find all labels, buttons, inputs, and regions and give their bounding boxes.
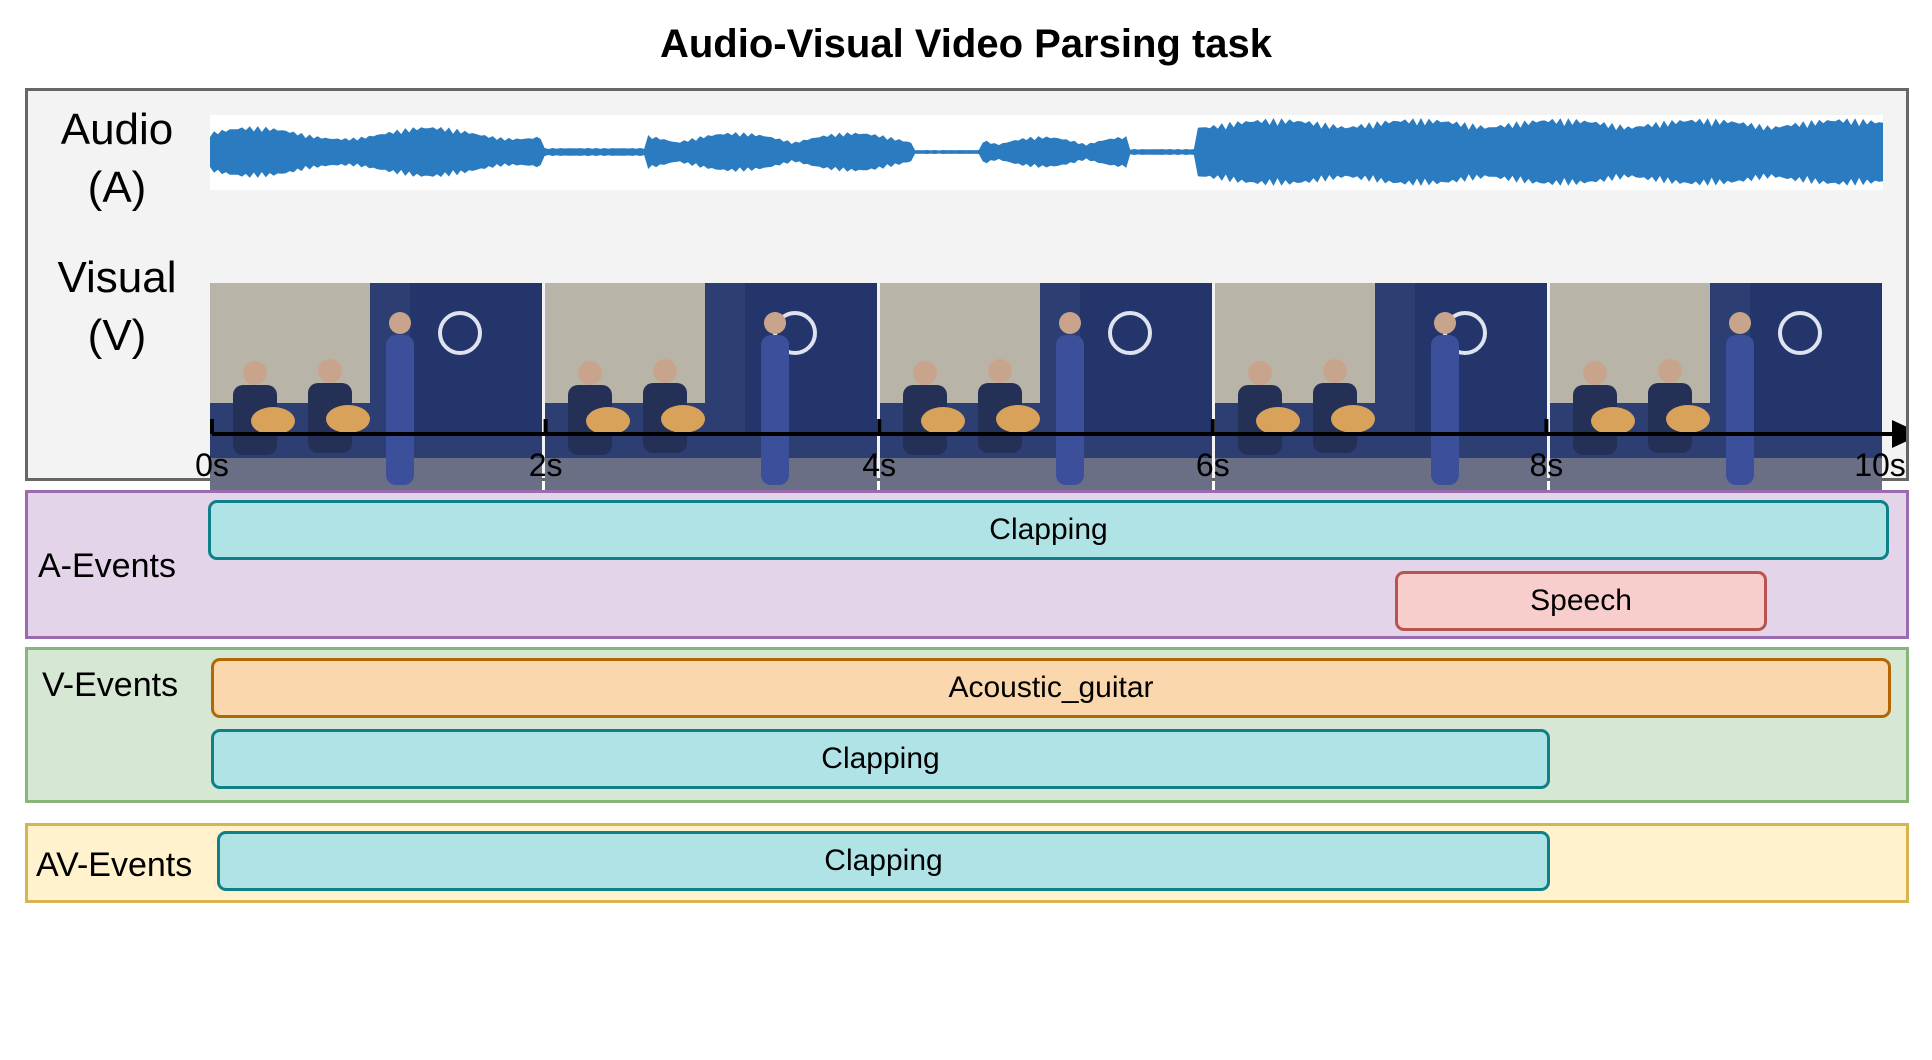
event-label: Clapping: [989, 513, 1108, 546]
diagram-title: Audio-Visual Video Parsing task: [659, 22, 1273, 66]
visual-event-acoustic-guitar: Acoustic_guitar: [211, 658, 1891, 718]
frame-scene: [880, 283, 1212, 499]
video-frame: [1215, 283, 1547, 499]
visual-events-panel: V-Events Acoustic_guitar Clapping: [25, 647, 1909, 803]
av-event-clapping: Clapping: [217, 831, 1550, 891]
video-frame: [545, 283, 877, 499]
frame-scene: [1215, 283, 1547, 499]
video-frame: [1550, 283, 1882, 499]
visual-label-abbrev: (V): [87, 311, 147, 360]
audio-waveform: [210, 115, 1883, 190]
event-label: Clapping: [824, 844, 943, 877]
audio-events-panel: A-Events Clapping Speech: [25, 490, 1909, 639]
video-frame: [880, 283, 1212, 499]
video-frame: [210, 283, 542, 499]
audio-events-label: A-Events: [38, 547, 176, 585]
event-label: Clapping: [821, 742, 940, 775]
audio-visual-events-panel: AV-Events Clapping: [25, 823, 1909, 903]
axis-arrowhead: [1892, 420, 1906, 448]
visual-event-clapping: Clapping: [211, 729, 1550, 789]
waveform-shape: [210, 118, 1883, 186]
visual-events-label: V-Events: [42, 666, 179, 704]
frame-scene: [210, 283, 542, 499]
av-events-label: AV-Events: [36, 846, 193, 884]
audio-event-speech: Speech: [1395, 571, 1767, 631]
audio-label-abbrev: (A): [87, 163, 147, 212]
event-label: Acoustic_guitar: [948, 671, 1154, 704]
audio-label: Audio: [60, 105, 174, 154]
audio-row-label: Audio (A): [32, 101, 202, 217]
frame-scene: [1550, 283, 1882, 499]
frame-scene: [545, 283, 877, 499]
visual-row-label: Visual (V): [32, 249, 202, 365]
event-label: Speech: [1530, 584, 1632, 617]
audio-event-clapping: Clapping: [208, 500, 1889, 560]
visual-label: Visual: [57, 253, 177, 302]
